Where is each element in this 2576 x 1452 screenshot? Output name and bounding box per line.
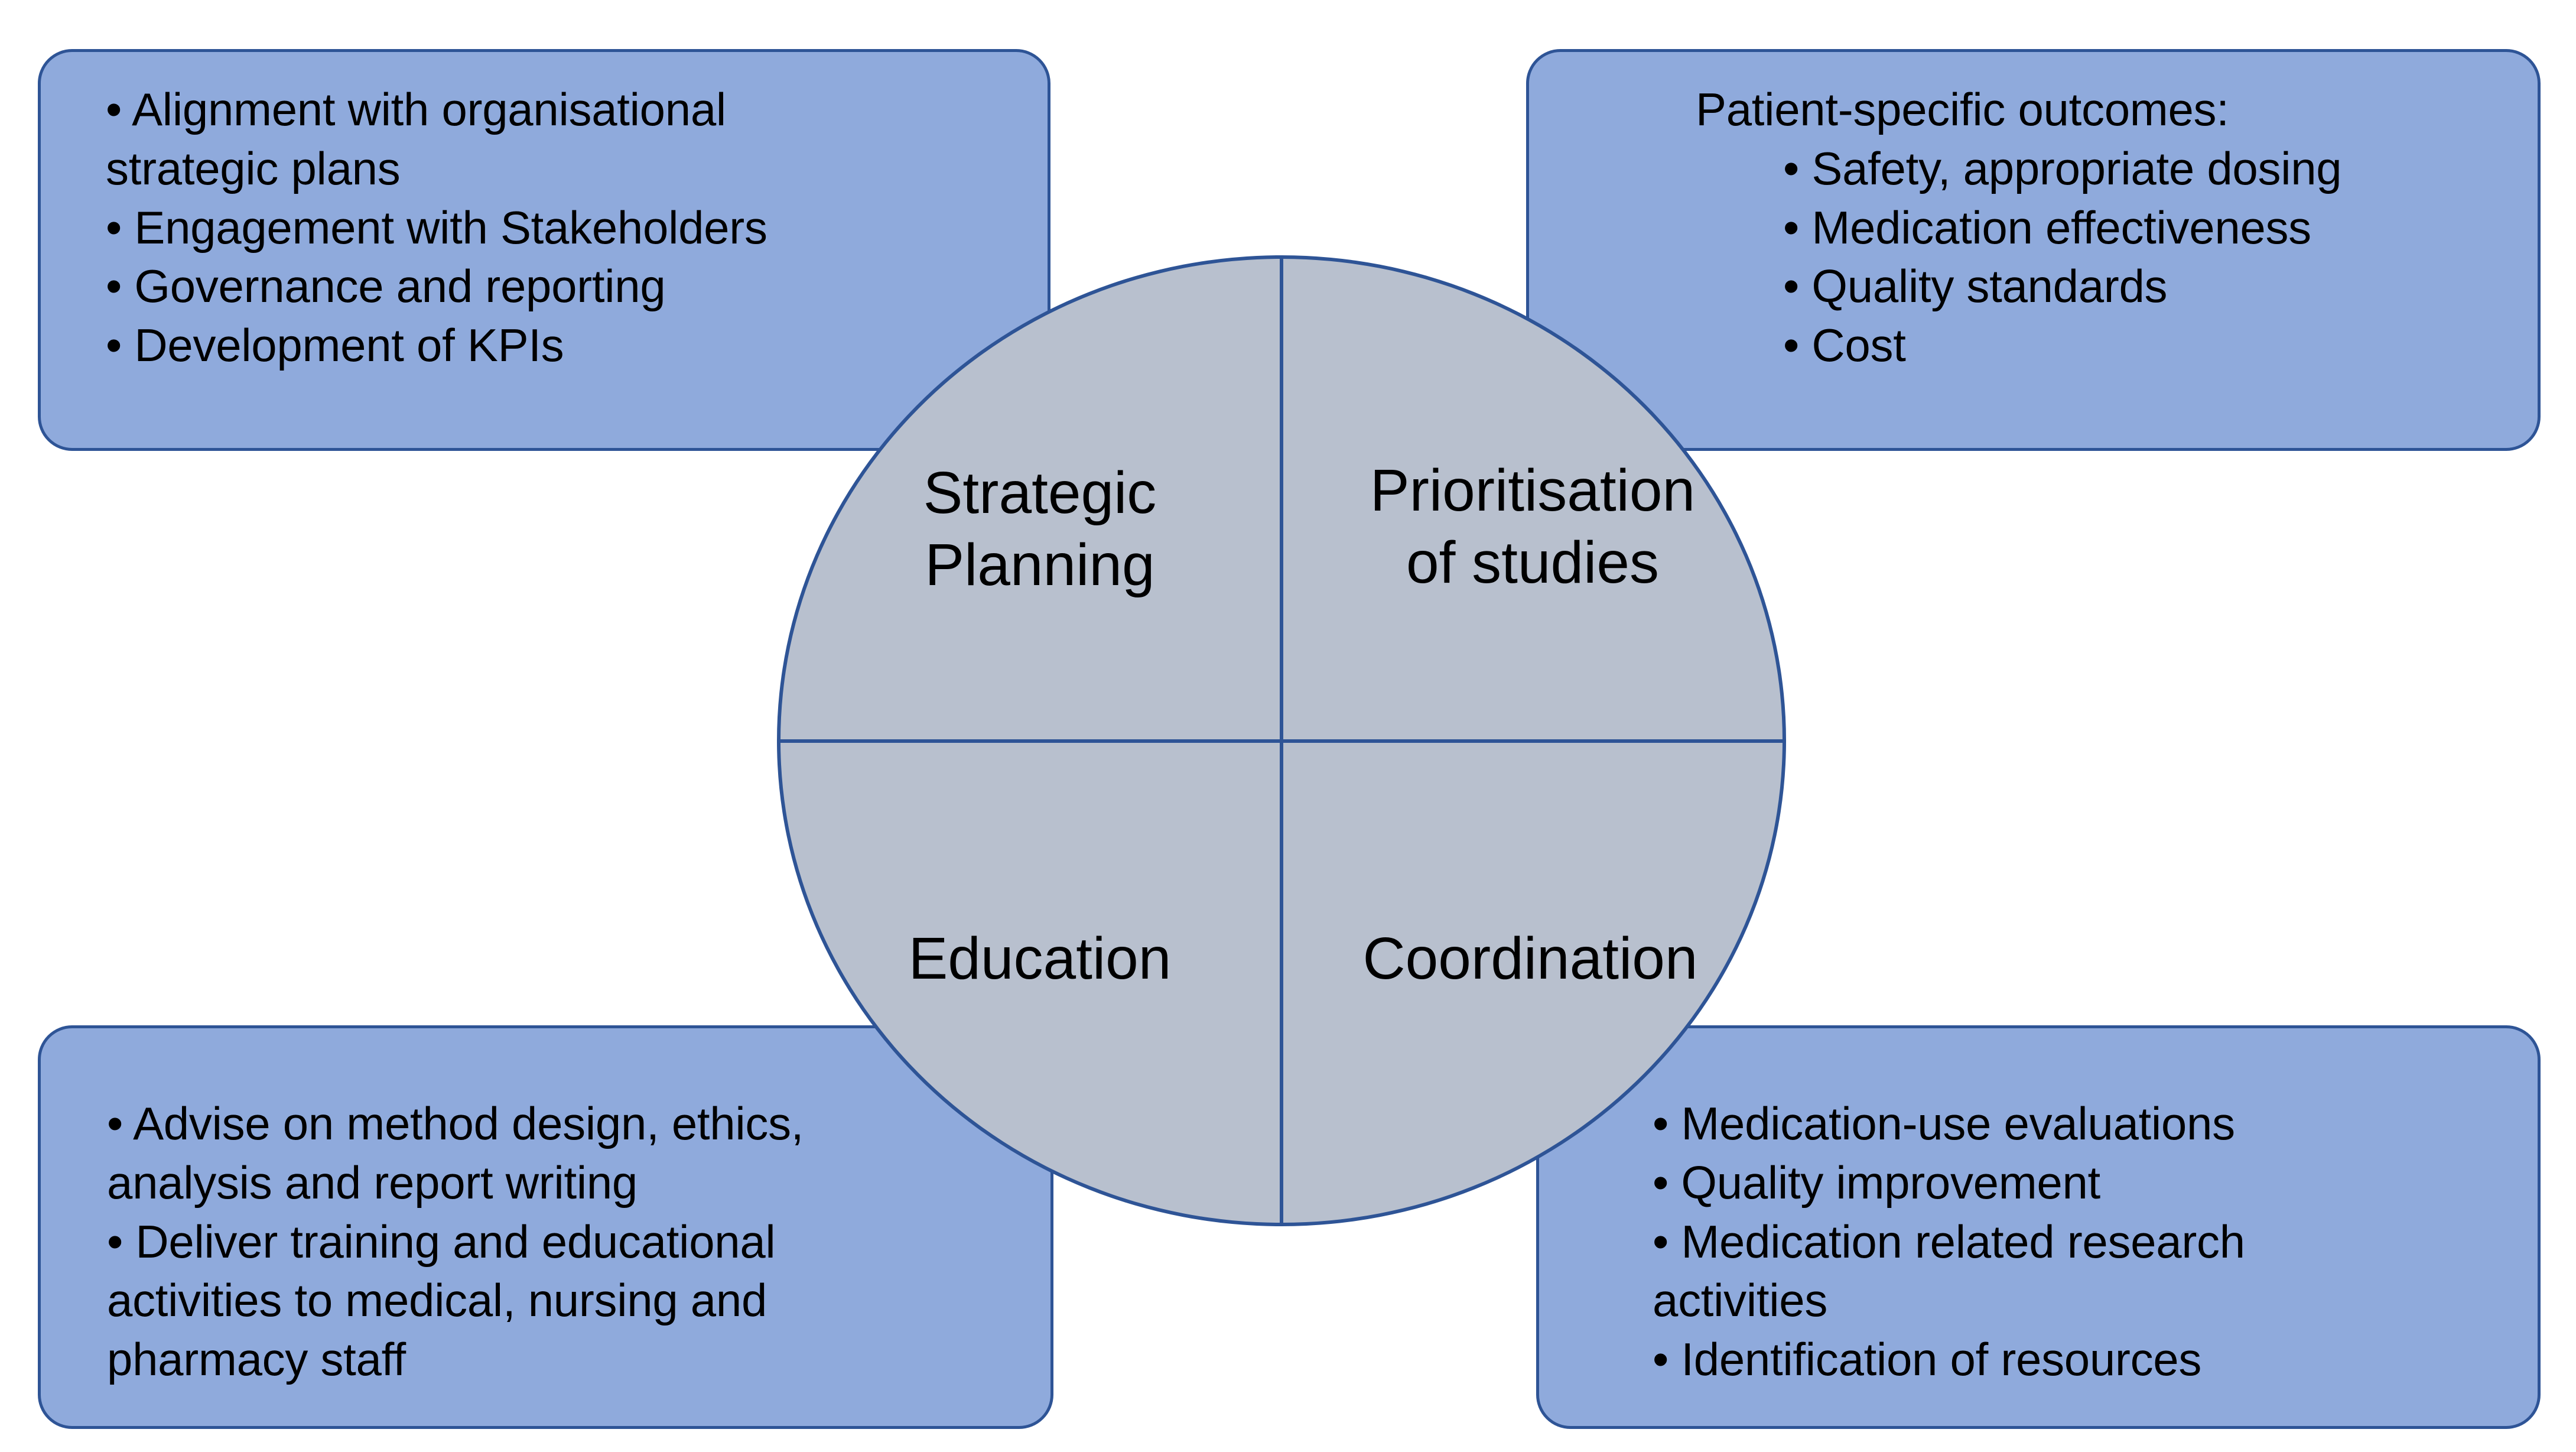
- callout-coordination[interactable]: • Medication-use evaluations • Quality i…: [1536, 1025, 2541, 1429]
- callout-line: • Safety, appropriate dosing: [1783, 142, 2342, 194]
- quadrant-prioritisation-of-studies[interactable]: Prioritisation of studies: [1282, 255, 1786, 741]
- callout-prioritisation-of-studies[interactable]: Patient-specific outcomes: • Safety, app…: [1526, 49, 2541, 451]
- callout-line: • Medication effectiveness: [1783, 201, 2311, 254]
- callout-line: analysis and report writing: [107, 1156, 638, 1209]
- callout-line: • Engagement with Stakeholders: [106, 201, 767, 254]
- callout-line: • Cost: [1783, 319, 1906, 372]
- callout-line: • Advise on method design, ethics,: [107, 1097, 804, 1149]
- callout-text-list: Patient-specific outcomes: • Safety, app…: [1696, 80, 2523, 375]
- quadrant-label: Strategic Planning: [923, 459, 1157, 598]
- quadrant-label: Prioritisation of studies: [1370, 457, 1696, 596]
- callout-line: • Governance and reporting: [106, 260, 666, 313]
- callout-line: • Identification of resources: [1653, 1333, 2202, 1386]
- callout-line: • Development of KPIs: [106, 319, 564, 372]
- callout-line: activities to medical, nursing and: [107, 1274, 767, 1327]
- callout-heading: Patient-specific outcomes:: [1696, 83, 2229, 135]
- quadrant-strategic-planning[interactable]: Strategic Planning: [777, 255, 1282, 741]
- callout-line: strategic plans: [106, 142, 401, 194]
- circle-horizontal-divider: [777, 739, 1786, 743]
- quadrant-education[interactable]: Education: [777, 741, 1282, 1227]
- callout-line: • Medication-use evaluations: [1653, 1097, 2235, 1149]
- callout-education[interactable]: • Advise on method design, ethics, analy…: [38, 1025, 1053, 1429]
- callout-text-list: • Advise on method design, ethics, analy…: [107, 1094, 1029, 1389]
- quadrant-label: Education: [908, 925, 1172, 992]
- quadrant-coordination[interactable]: Coordination: [1282, 741, 1786, 1227]
- quadrant-circle: Strategic Planning Prioritisation of stu…: [777, 255, 1786, 1226]
- quadrant-label: Coordination: [1362, 925, 1698, 992]
- callout-text-list: • Medication-use evaluations • Quality i…: [1653, 1094, 2515, 1389]
- callout-strategic-planning[interactable]: • Alignment with organisational strategi…: [38, 49, 1050, 451]
- callout-line: • Medication related research: [1653, 1215, 2245, 1268]
- callout-line: pharmacy staff: [107, 1333, 406, 1386]
- callout-line: • Quality standards: [1783, 260, 2168, 313]
- callout-line: activities: [1653, 1274, 1828, 1327]
- callout-text-list: • Alignment with organisational strategi…: [106, 80, 1027, 375]
- callout-line: • Deliver training and educational: [107, 1215, 776, 1268]
- callout-line: • Alignment with organisational: [106, 83, 726, 135]
- callout-line: • Quality improvement: [1653, 1156, 2100, 1209]
